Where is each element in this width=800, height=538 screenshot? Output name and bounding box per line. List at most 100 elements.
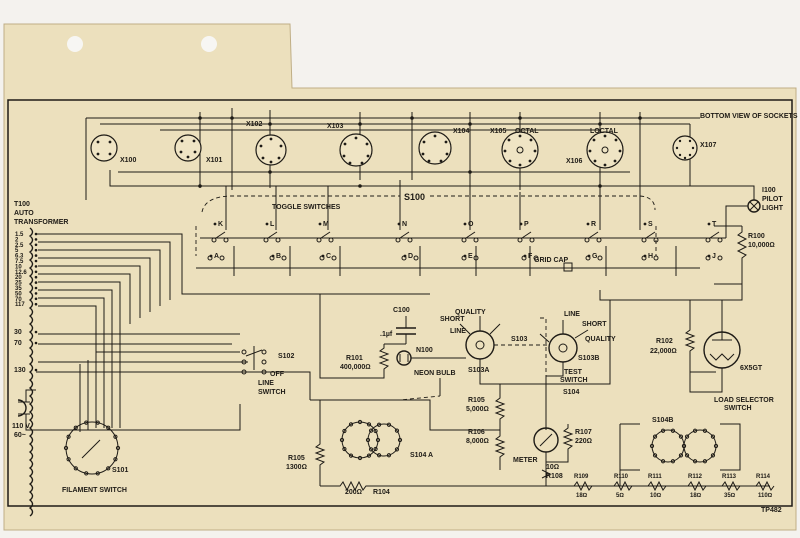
tap-bus-wiring <box>36 233 430 432</box>
r100-resistor <box>736 226 748 284</box>
filament-switch-rotary <box>65 421 119 475</box>
toggle-label-c: C <box>326 253 331 260</box>
toggle-label-g: G <box>592 253 598 260</box>
s104a-contact <box>365 437 371 443</box>
socket-label-x106: X106 <box>566 158 582 165</box>
toggle-label-m: M <box>323 221 329 228</box>
load-selector-title: LOAD SELECTOR <box>714 397 774 404</box>
diagram-border <box>7 99 793 507</box>
toggle-label-l: L <box>270 221 275 228</box>
tap-label: 10 <box>15 264 22 270</box>
line-freq: 60~ <box>14 432 26 439</box>
s104a-contact <box>394 428 400 433</box>
chain-resistor-r112: R112 18Ω <box>687 474 707 499</box>
socket-x104 <box>418 131 452 165</box>
s104b-contact <box>678 453 684 458</box>
s104b-contact <box>670 459 676 464</box>
test-switch-label: SWITCH <box>560 377 588 384</box>
s104b-contact <box>684 434 690 439</box>
chain-resistor-value: 18Ω <box>690 493 702 499</box>
tap-label: 70 <box>15 297 22 303</box>
socket-x103 <box>339 133 373 167</box>
socket-label-x104: X104 <box>453 128 469 135</box>
filament-contact <box>113 457 118 462</box>
r104-id: R104 <box>373 489 390 496</box>
chain-resistor-id: R109 <box>574 474 589 480</box>
s104a-contact <box>339 437 345 443</box>
s103b-line: LINE <box>564 311 580 318</box>
s104a-contact <box>375 437 381 443</box>
toggle-switch-b: B <box>269 253 287 261</box>
s104a-contact <box>376 453 382 458</box>
toggle-label-e: E <box>468 253 473 260</box>
s104b-contact <box>652 453 658 458</box>
socket-label-x100: X100 <box>120 157 136 164</box>
socket-x107 <box>672 135 698 161</box>
chain-resistor-value: 5Ω <box>616 493 624 499</box>
filament-contact <box>84 471 89 476</box>
n100-id: N100 <box>416 347 433 354</box>
filament-contact <box>115 445 121 451</box>
transformer-coil <box>28 227 34 517</box>
chain-resistor-id: R114 <box>756 474 771 480</box>
toggle-switch-s: S <box>641 221 659 243</box>
chain-resistor-id: R110 <box>614 474 629 480</box>
s104b-contact <box>681 443 687 449</box>
s100-dash-bottom <box>195 226 657 256</box>
chain-resistor-value: 10Ω <box>650 493 662 499</box>
s104a-contact <box>376 422 382 427</box>
toggle-label-o: O <box>468 221 474 228</box>
c100-value: .1µf <box>380 331 393 338</box>
tap-label: 1.5 <box>15 232 24 238</box>
s102-id: S102 <box>278 353 294 360</box>
s104b-contact <box>649 443 655 449</box>
r105b-id: R105 <box>288 455 305 462</box>
r107-id: R107 <box>575 429 592 436</box>
s103a-short: SHORT <box>440 316 465 323</box>
bus-junction-dots <box>198 116 642 188</box>
tube-label: 6X5GT <box>740 365 763 372</box>
s102-switch <box>241 346 267 375</box>
toggle-label-h: H <box>648 253 653 260</box>
socket-label-x107: X107 <box>700 142 716 149</box>
filament-contact <box>113 434 118 439</box>
s104b-contact <box>684 453 690 458</box>
filament-contact <box>95 471 100 476</box>
socket-label-x102: X102 <box>246 121 262 128</box>
filament-contact <box>73 466 78 471</box>
s104b-contact <box>692 428 698 433</box>
s104a-contact <box>348 453 354 458</box>
r101-value: 400,000Ω <box>340 364 371 371</box>
grid-cap-label: GRID CAP <box>534 257 569 264</box>
s104b-label: S104B <box>652 417 673 424</box>
s104b-contact <box>702 459 708 464</box>
r105b-value: 1300Ω <box>286 464 307 471</box>
punch-hole-left <box>67 36 83 52</box>
r100-value: 10,000Ω <box>748 242 775 249</box>
s104b-contact <box>652 434 658 439</box>
chain-resistor-id: R112 <box>688 474 703 480</box>
s103a-line: LINE <box>450 328 466 335</box>
filament-contact <box>66 434 71 439</box>
toggle-switches-label: TOGGLE SWITCHES <box>272 204 341 211</box>
s104b-contact <box>692 459 698 464</box>
tap-label: 50 <box>15 291 22 297</box>
t100-name: AUTO <box>14 210 34 217</box>
socket-label-x101: X101 <box>206 157 222 164</box>
toggle-label-j: J <box>712 253 716 260</box>
s103-id: S103 <box>511 336 527 343</box>
r107-resistor <box>546 424 574 463</box>
n100-name: NEON BULB <box>414 370 456 377</box>
punch-hole-right <box>201 36 217 52</box>
filament-contact <box>73 425 78 430</box>
tap-label: 20 <box>15 275 22 281</box>
filament-contact <box>66 457 71 462</box>
toggle-switch-j: J <box>705 253 723 261</box>
s104a-contact <box>342 428 347 434</box>
s104a-contact <box>368 428 374 433</box>
s104a-contact <box>366 422 372 427</box>
r104-resistor <box>320 480 400 492</box>
